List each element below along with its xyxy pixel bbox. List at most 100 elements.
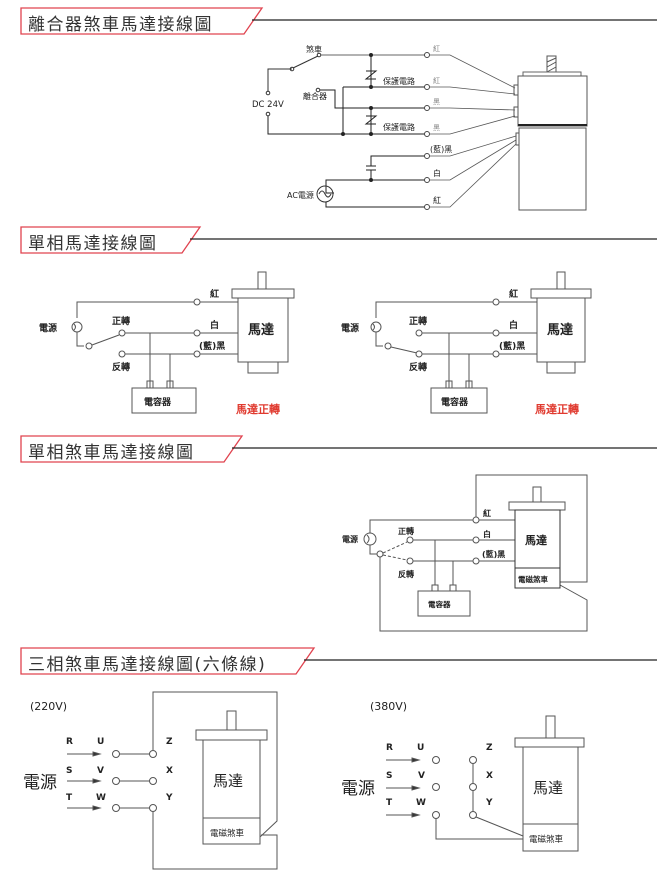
three-phase-220v: (220V) R S T U V W Z X Y 電源 馬達 電磁煞車 — [23, 691, 278, 870]
header-frame — [20, 226, 657, 254]
protection-label: 保護電路 — [383, 122, 415, 132]
wire-label: 紅 — [433, 44, 440, 53]
capacitor-label: 電容器 — [144, 396, 172, 408]
rotation-caption: 馬達正轉 — [535, 402, 579, 416]
input-arrow — [386, 785, 421, 791]
wire-label: 紅 — [433, 76, 440, 85]
header-frame — [20, 647, 657, 675]
direction-switch-reverse — [382, 554, 408, 561]
brake-switch — [292, 55, 319, 69]
single-phase-diagram-left: 電源 正轉 反轉 紅 白 (藍)黑 馬達 電容器 馬達正轉 — [39, 271, 295, 416]
input-label: S — [66, 766, 72, 776]
input-label: T — [386, 798, 393, 808]
motor — [195, 710, 268, 845]
wire-label: 黑 — [433, 98, 440, 106]
input-arrow — [67, 805, 102, 811]
voltage-label: (220V) — [30, 700, 67, 713]
ac-label: AC電源 — [287, 191, 314, 200]
power-label: 電源 — [341, 322, 359, 334]
clutch-brake-motor — [513, 55, 588, 211]
terminal-label: X — [166, 766, 173, 776]
motor-label: 馬達 — [547, 322, 573, 338]
forward-label: 正轉 — [409, 315, 427, 327]
terminal-label: Y — [485, 798, 493, 808]
direction-switch-forward — [382, 541, 408, 554]
wire-label: 黑 — [433, 124, 440, 132]
terminal-label: W — [96, 793, 106, 803]
ac-source-icon — [316, 185, 334, 203]
power-label: 電源 — [23, 773, 57, 793]
three-phase-diagrams: (220V) R S T U V W Z X Y 電源 馬達 電磁煞車 — [23, 691, 585, 870]
section-header-clutch-brake: 離合器煞車馬達接線圖 — [0, 7, 657, 35]
wire-label: (藍)黑 — [482, 549, 505, 559]
section-title: 單相馬達接線圖 — [28, 234, 158, 254]
input-label: R — [66, 737, 73, 747]
single-phase-diagrams: 電源 正轉 反轉 紅 白 (藍)黑 馬達 電容器 馬達正轉 — [39, 271, 592, 416]
motor-label: 馬達 — [248, 322, 274, 338]
wire-label: 紅 — [509, 288, 518, 300]
capacitor-box — [430, 387, 488, 414]
power-label: 電源 — [39, 322, 57, 334]
input-label: T — [66, 793, 73, 803]
rotation-caption: 馬達正轉 — [236, 402, 280, 416]
forward-label: 正轉 — [112, 315, 130, 327]
terminal-label: X — [486, 771, 493, 781]
brake-label: 電磁煞車 — [518, 574, 548, 584]
input-arrow — [386, 812, 421, 818]
voltage-label: (380V) — [370, 700, 407, 713]
wire-label: 白 — [483, 529, 491, 539]
dc-terminal-top — [265, 90, 271, 96]
wire-label: 白 — [509, 319, 518, 331]
three-phase-380v: (380V) R S T U V W Z X Y 電源 馬達 電磁煞車 — [341, 700, 585, 852]
wire-label: 白 — [433, 168, 441, 178]
header-frame — [20, 435, 657, 463]
ac-source-icon — [370, 321, 382, 333]
section-header-three-phase-brake: 三相煞車馬達接線圖(六條線) — [0, 647, 657, 675]
brake-label: 煞車 — [306, 44, 322, 54]
terminal-label: Z — [166, 737, 173, 747]
motor — [231, 271, 295, 374]
terminal-label: V — [97, 766, 104, 776]
section-header-single-phase-brake: 單相煞車馬達接線圖 — [0, 435, 657, 463]
section-header-single-phase: 單相馬達接線圖 — [0, 226, 657, 254]
motor-label: 馬達 — [213, 772, 243, 790]
direction-switch — [91, 334, 120, 346]
input-arrow — [386, 757, 421, 763]
wire-label: 紅 — [433, 195, 441, 205]
forward-label: 正轉 — [398, 526, 414, 536]
motor — [530, 271, 592, 374]
capacitor-box — [131, 387, 197, 414]
terminal-label: U — [417, 743, 424, 753]
ac-source-icon — [363, 532, 377, 546]
motor-label: 馬達 — [533, 779, 563, 797]
input-label: R — [386, 743, 393, 753]
terminal-label: Y — [165, 793, 173, 803]
wire-label: (藍)黑 — [199, 340, 225, 352]
direction-switch — [390, 346, 418, 354]
wire-label: (藍)黑 — [430, 144, 452, 154]
terminal-label: V — [418, 771, 425, 781]
brake-label: 電磁煞車 — [210, 828, 245, 839]
wire-label: 紅 — [483, 508, 491, 518]
dc-terminal-bottom — [265, 111, 271, 117]
capacitor-label: 電容器 — [441, 396, 469, 408]
reverse-label: 反轉 — [409, 361, 427, 373]
capacitor-label: 電容器 — [428, 599, 451, 609]
terminal-label: U — [97, 737, 104, 747]
zener-icon — [364, 115, 378, 125]
terminal-label: Z — [486, 743, 493, 753]
brake-label: 電磁煞車 — [529, 834, 564, 845]
power-label: 電源 — [342, 534, 358, 544]
zener-icon — [364, 70, 378, 80]
dc-label: DC 24V — [252, 100, 284, 110]
wire-label: 紅 — [210, 288, 219, 300]
motor — [514, 715, 585, 852]
section-title: 三相煞車馬達接線圖(六條線) — [28, 655, 267, 675]
input-label: S — [386, 771, 392, 781]
header-frame — [20, 7, 657, 35]
wire-label: (藍)黑 — [499, 340, 525, 352]
power-label: 電源 — [341, 779, 375, 799]
input-arrow — [67, 778, 102, 784]
single-phase-diagram-right: 電源 正轉 反轉 紅 白 (藍)黑 馬達 電容器 馬達正轉 — [341, 271, 592, 416]
section-title: 單相煞車馬達接線圖 — [28, 443, 195, 463]
